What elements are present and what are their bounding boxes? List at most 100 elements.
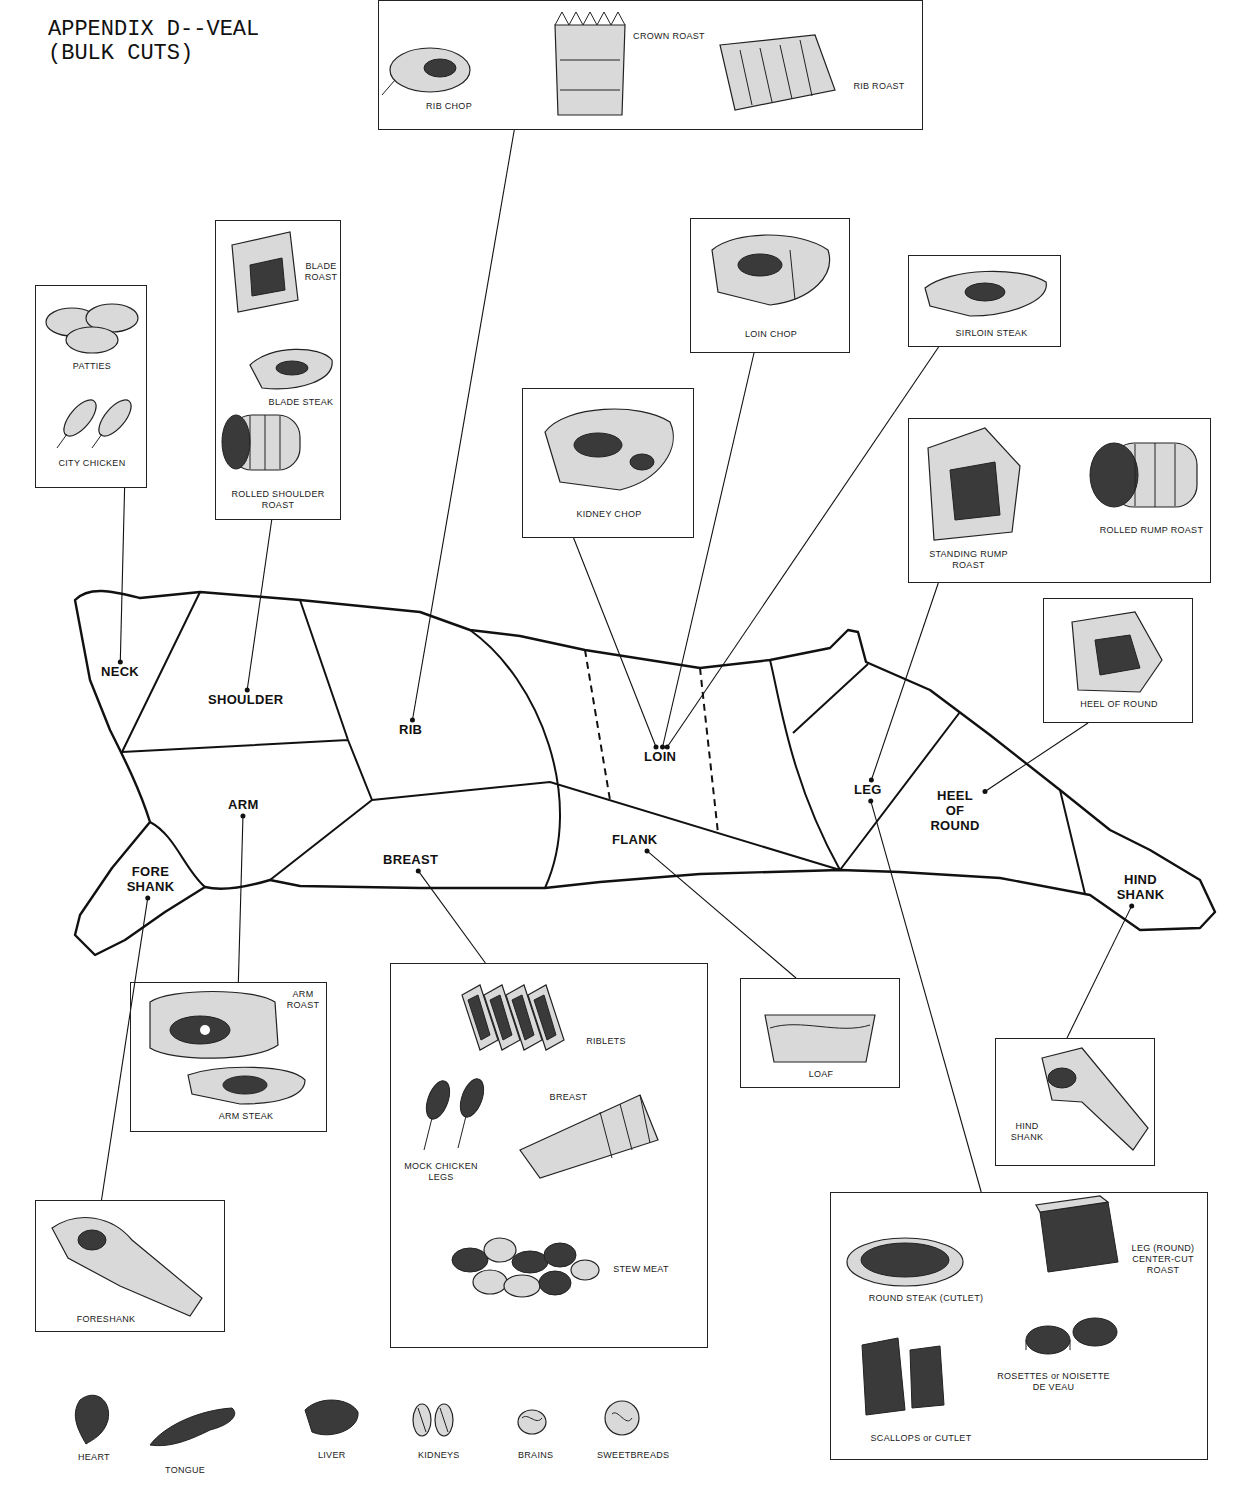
rib-cuts-art	[382, 12, 835, 115]
diagram-title: APPENDIX D--VEAL (BULK CUTS)	[48, 18, 278, 66]
leader-dot	[665, 745, 670, 750]
leader-line	[983, 723, 1089, 794]
leader-stroke	[120, 488, 124, 662]
leader-dot	[654, 745, 659, 750]
cut-name: RIB ROAST	[844, 81, 914, 92]
leader-stroke	[412, 130, 514, 720]
cut-region: LEG	[849, 780, 887, 801]
leader-stroke	[871, 801, 981, 1192]
leader-dot	[868, 798, 873, 803]
leader-dot	[245, 688, 250, 693]
region-name: RIB	[399, 723, 422, 738]
organ-label: SWEETBREADS	[597, 1450, 669, 1461]
leader-dot	[645, 848, 650, 853]
cut-name: SIRLOIN STEAK	[949, 328, 1034, 339]
carcass-outline	[75, 591, 1215, 955]
cut-region: LOIN	[639, 747, 681, 768]
cut-name: STEW MEAT	[606, 1264, 676, 1275]
cut-region: HEEL OF ROUND	[925, 786, 985, 837]
cut-name: RIB CHOP	[409, 101, 489, 112]
leader-dot	[145, 895, 150, 900]
cut-name: PATTIES	[56, 361, 128, 372]
cut-name: FORESHANK	[66, 1314, 146, 1325]
cut-name: MOCK CHICKEN LEGS	[401, 1161, 481, 1183]
leader-stroke	[102, 898, 148, 1200]
leader-line	[665, 347, 939, 750]
hind-shank-art	[1042, 1048, 1148, 1150]
cut-name: STANDING RUMP ROAST	[921, 549, 1016, 571]
leader-dot	[983, 789, 988, 794]
cut-region: BREAST	[378, 850, 443, 871]
region-name: HIND SHANK	[1113, 873, 1168, 903]
cut-region: FLANK	[607, 830, 663, 851]
leader-line	[574, 538, 659, 750]
cut-name: LOAF	[796, 1069, 846, 1080]
region-name: FORE SHANK	[123, 865, 178, 895]
leader-line	[660, 353, 754, 750]
cut-lines	[122, 592, 1085, 894]
callout-box: FORESHANK	[35, 1200, 225, 1332]
cut-name: CROWN ROAST	[629, 31, 709, 42]
leader-stroke	[647, 851, 796, 978]
breast-cuts-art	[422, 985, 658, 1297]
arm-cuts-art	[150, 992, 305, 1105]
organ-label: LIVER	[318, 1450, 346, 1461]
region-name: BREAST	[383, 853, 438, 868]
leader-line	[238, 813, 245, 982]
cut-region: RIB	[394, 720, 427, 741]
region-name: LOIN	[644, 750, 676, 765]
kidney-chop-art	[545, 409, 673, 490]
cut-name: BLADE ROAST	[304, 261, 338, 283]
foreshank-art	[52, 1218, 202, 1316]
leader-dot	[1129, 903, 1134, 908]
heel-of-round-art	[1072, 612, 1162, 692]
cut-name: SCALLOPS or CUTLET	[856, 1433, 986, 1444]
leader-stroke	[418, 871, 485, 963]
leader-stroke	[667, 347, 938, 747]
cut-name: ARM STEAK	[206, 1111, 286, 1122]
leader-dot	[118, 660, 123, 665]
callout-box: HIND SHANK	[995, 1038, 1155, 1166]
cut-name: RIBLETS	[576, 1036, 636, 1047]
organ-label: HEART	[78, 1452, 110, 1463]
leader-stroke	[247, 520, 272, 690]
leader-line	[1067, 903, 1134, 1038]
callout-box: BLADE ROAST BLADE STEAK ROLLED SHOULDER RO…	[215, 220, 341, 520]
cut-region: NECK	[96, 662, 144, 683]
cut-name: BLADE STEAK	[266, 397, 336, 408]
callout-box: LOAF	[740, 978, 900, 1088]
region-name: FLANK	[612, 833, 658, 848]
organ-label: BRAINS	[518, 1450, 553, 1461]
callout-box: HEEL OF ROUND	[1043, 598, 1193, 723]
region-name: SHOULDER	[208, 693, 283, 708]
leader-line	[245, 520, 272, 693]
organ-label: KIDNEYS	[418, 1450, 460, 1461]
cut-name: ROLLED RUMP ROAST	[1099, 525, 1204, 536]
cut-name: HIND SHANK	[1006, 1121, 1048, 1143]
leader-line	[645, 848, 796, 978]
leader-line	[868, 798, 981, 1192]
rump-roast-art	[928, 428, 1197, 540]
neck-cuts-art	[46, 304, 138, 448]
leader-line	[416, 868, 486, 963]
cut-name: LEG (ROUND) CENTER-CUT ROAST	[1123, 1243, 1203, 1275]
leader-stroke	[574, 538, 656, 747]
cut-name: ROUND STEAK (CUTLET)	[846, 1293, 1006, 1304]
leader-dot	[416, 868, 421, 873]
leader-dot	[660, 745, 665, 750]
callout-box: RIBLETSBREASTMOCK CHICKEN LEGSSTEW MEAT	[390, 963, 708, 1348]
loin-chop-art	[712, 235, 830, 305]
cut-name: HEEL OF ROUND	[1074, 699, 1164, 710]
sirloin-steak-art	[925, 271, 1046, 316]
cut-name: ROLLED SHOULDER ROAST	[228, 489, 328, 511]
cut-name: ROSETTES or NOISETTE DE VEAU	[996, 1371, 1111, 1393]
variety-meats-art	[75, 1395, 639, 1445]
organ-label: TONGUE	[165, 1465, 205, 1476]
leader-stroke	[238, 816, 243, 982]
region-name: LEG	[854, 783, 882, 798]
cut-region: SHOULDER	[203, 690, 288, 711]
leader-dot	[410, 718, 415, 723]
region-name: HEEL OF ROUND	[930, 789, 980, 834]
